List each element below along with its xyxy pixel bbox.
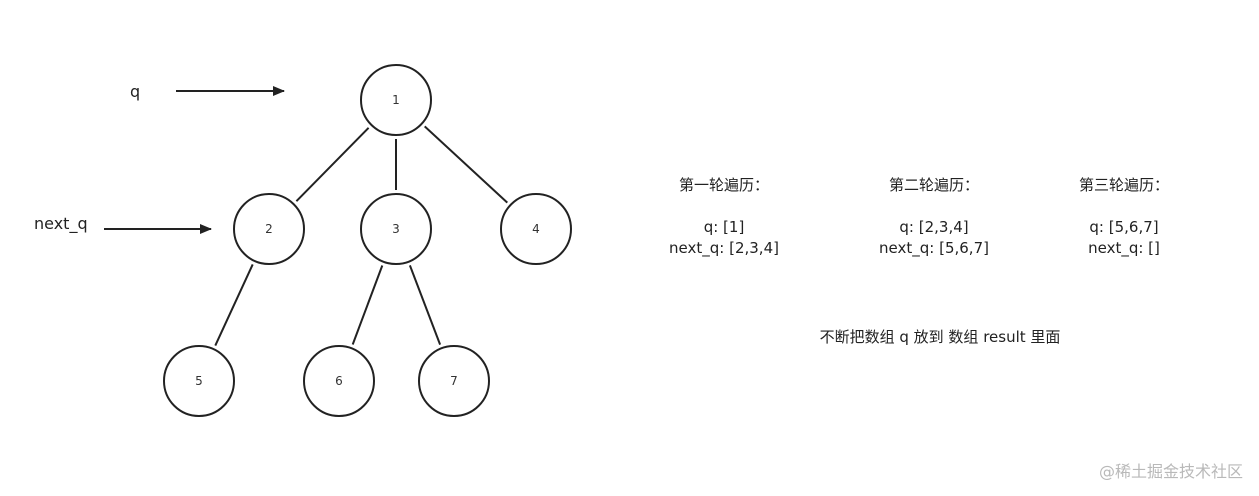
round-3-title: 第三轮遍历： bbox=[1078, 176, 1169, 194]
round-2-next-q-line: next_q: [5,6,7] bbox=[879, 239, 989, 257]
node-label-1: 1 bbox=[392, 93, 400, 107]
node-label-7: 7 bbox=[450, 374, 458, 388]
node-label-2: 2 bbox=[265, 222, 273, 236]
round-3-q-line: q: [5,6,7] bbox=[1089, 218, 1159, 236]
node-label-3: 3 bbox=[392, 222, 400, 236]
pointer-arrows: q next_q bbox=[34, 82, 285, 234]
pointer-label-q: q bbox=[130, 82, 140, 101]
node-label-5: 5 bbox=[195, 374, 203, 388]
node-circle-6 bbox=[303, 345, 375, 417]
edge-2-5 bbox=[214, 263, 254, 347]
tree-node-2: 2 bbox=[233, 193, 305, 265]
round-3-next-q-line: next_q: [] bbox=[1088, 239, 1160, 257]
tree-nodes: 1 2 3 4 5 6 7 bbox=[163, 64, 572, 417]
tree-node-5: 5 bbox=[163, 345, 235, 417]
round-2-title: 第二轮遍历： bbox=[888, 176, 979, 194]
round-1-q-line: q: [1] bbox=[703, 218, 745, 236]
round-1-next-q-line: next_q: [2,3,4] bbox=[669, 239, 779, 257]
edge-1-2 bbox=[295, 127, 370, 202]
edge-3-7 bbox=[408, 265, 442, 345]
edge-1-4 bbox=[424, 125, 508, 204]
tree-node-3: 3 bbox=[360, 193, 432, 265]
round-1-block: 第一轮遍历： q: [1] next_q: [2,3,4] bbox=[634, 175, 814, 259]
tree-edges bbox=[214, 125, 508, 347]
tree-node-7: 7 bbox=[418, 345, 490, 417]
node-circle-1 bbox=[360, 64, 432, 136]
node-circle-7 bbox=[418, 345, 490, 417]
tree-node-6: 6 bbox=[303, 345, 375, 417]
note-text: 不断把数组 q 放到 数组 result 里面 bbox=[819, 328, 1061, 346]
edge-3-6 bbox=[351, 265, 384, 345]
tree-node-4: 4 bbox=[500, 193, 572, 265]
round-3-block: 第三轮遍历： q: [5,6,7] next_q: [] bbox=[1034, 175, 1214, 259]
node-circle-5 bbox=[163, 345, 235, 417]
node-circle-4 bbox=[500, 193, 572, 265]
node-circle-3 bbox=[360, 193, 432, 265]
round-2-block: 第二轮遍历： q: [2,3,4] next_q: [5,6,7] bbox=[844, 175, 1024, 259]
node-circle-2 bbox=[233, 193, 305, 265]
tree-node-1: 1 bbox=[360, 64, 432, 136]
node-label-4: 4 bbox=[532, 222, 540, 236]
round-1-title: 第一轮遍历： bbox=[678, 176, 769, 194]
pointer-label-next-q: next_q bbox=[34, 214, 88, 234]
round-2-q-line: q: [2,3,4] bbox=[899, 218, 969, 236]
node-label-6: 6 bbox=[335, 374, 343, 388]
watermark-text: @稀土掘金技术社区 bbox=[1098, 462, 1243, 481]
